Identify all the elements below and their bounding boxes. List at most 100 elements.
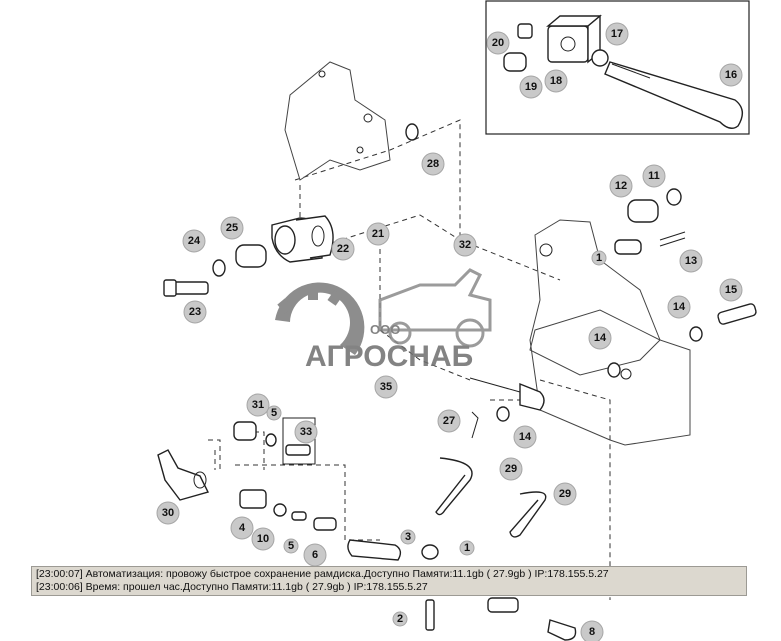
right-middle-parts [469,188,757,439]
callout-16-label: 16 [725,69,737,81]
callout-14b-label: 14 [594,332,607,344]
callout-29a-marker [499,457,523,481]
bracket-plate [284,61,391,181]
callout-27-label: 27 [443,415,455,427]
callout-21-marker [366,222,390,246]
callout-31-label: 31 [252,399,264,411]
callout-4-marker [230,516,254,540]
callout-27: 27 [437,409,461,433]
callout-18-label: 18 [550,75,562,87]
callout-15: 15 [719,278,743,302]
callout-1a-marker [591,250,607,266]
callout-10: 10 [251,527,275,551]
callout-21-label: 21 [372,228,384,240]
callout-25: 25 [220,216,244,240]
callout-21: 21 [366,222,390,246]
callout-33: 33 [294,420,318,444]
callout-33-marker [294,420,318,444]
callout-13: 13 [679,249,703,273]
callout-22: 22 [331,237,355,261]
callout-6-label: 6 [312,549,318,561]
callout-15-marker [719,278,743,302]
callout-23: 23 [183,300,207,324]
fitting-box [282,417,316,465]
callout-24: 24 [182,229,206,253]
callout-14c-marker [513,425,537,449]
callout-10-label: 10 [257,533,269,545]
callout-30: 30 [156,501,180,525]
callout-5b-marker [283,538,299,554]
callout-32: 32 [453,233,477,257]
watermark-gear-icon [275,282,365,355]
callout-35-marker [374,375,398,399]
callout-22-label: 22 [337,243,349,255]
callout-5a: 5 [266,405,282,421]
callout-20: 20 [486,31,510,55]
callout-25-label: 25 [226,222,238,234]
callout-1a-label: 1 [596,252,602,264]
callout-31: 31 [246,393,270,417]
callout-13-label: 13 [685,255,697,267]
callout-18-marker [544,69,568,93]
callout-5a-label: 5 [271,407,277,419]
callout-14a-label: 14 [673,301,686,313]
callout-12: 12 [609,174,633,198]
callout-12-marker [609,174,633,198]
callout-14c: 14 [513,425,537,449]
callout-14a: 14 [667,295,691,319]
callout-22-marker [331,237,355,261]
log-panel: [23:00:07] Автоматизация: провожу быстро… [31,566,747,596]
callout-28-marker [421,152,445,176]
callout-5a-marker [266,405,282,421]
callout-20-marker [486,31,510,55]
callout-14b: 14 [588,326,612,350]
callout-28-label: 28 [427,158,439,170]
callout-17-marker [605,22,629,46]
callout-5b: 5 [283,538,299,554]
callout-3-marker [400,529,416,545]
callout-29b-marker [553,482,577,506]
callout-16-marker [719,63,743,87]
callout-16: 16 [719,63,743,87]
callout-1a: 1 [591,250,607,266]
callout-35-label: 35 [380,381,392,393]
callout-2-marker [392,611,408,627]
callout-35: 35 [374,375,398,399]
callout-6: 6 [303,543,327,567]
callout-30-marker [156,501,180,525]
callout-32-label: 32 [459,239,471,251]
callout-5b-label: 5 [288,540,294,552]
callout-25-marker [220,216,244,240]
callout-11: 11 [642,164,666,188]
callout-2: 2 [392,611,408,627]
inset-frame [485,0,750,135]
callout-1b: 1 [459,540,475,556]
callout-11-label: 11 [648,170,660,182]
callout-4-label: 4 [239,522,246,534]
frame-body [529,219,691,446]
callout-13-marker [679,249,703,273]
callout-27-marker [437,409,461,433]
callout-17: 17 [605,22,629,46]
callout-23-label: 23 [189,306,201,318]
callout-31-marker [246,393,270,417]
callout-15-label: 15 [725,284,737,296]
callout-3-label: 3 [405,531,411,543]
watermark-harvester-icon [378,268,492,332]
callout-14b-marker [588,326,612,350]
watermark-prefix: ООО [370,322,400,337]
callout-17-label: 17 [611,28,623,40]
lower-left-parts [157,417,577,641]
callout-1b-marker [459,540,475,556]
callout-29b: 29 [553,482,577,506]
callout-8: 8 [580,620,604,641]
callout-29a-label: 29 [505,463,517,475]
callout-11-marker [642,164,666,188]
callout-2-label: 2 [397,613,403,625]
log-line-1: [23:00:07] Автоматизация: провожу быстро… [36,568,609,580]
inset-parts [503,14,743,129]
log-line-2: [23:00:06] Время: прошел час.Доступно Па… [36,581,428,593]
callout-32-marker [453,233,477,257]
